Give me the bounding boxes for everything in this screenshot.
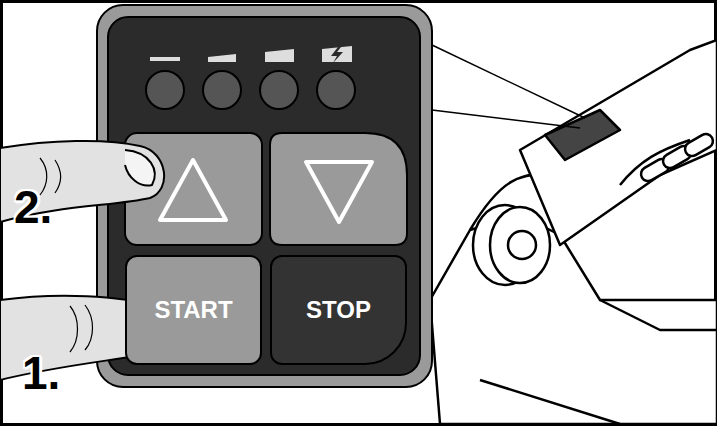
grip-slot xyxy=(683,131,716,158)
led xyxy=(260,71,298,109)
led xyxy=(317,71,355,109)
tool-edge xyxy=(600,300,717,330)
led xyxy=(203,71,241,109)
down-button xyxy=(270,133,407,245)
knob-face xyxy=(490,207,550,283)
down-arrow xyxy=(306,162,372,222)
callout-number: 1. xyxy=(22,346,60,400)
tool-handle xyxy=(430,40,717,424)
button-label: START xyxy=(154,296,232,324)
fingernail xyxy=(125,150,155,186)
leader-lines xyxy=(432,45,585,128)
led xyxy=(146,71,184,109)
up-arrow xyxy=(160,160,226,220)
boost-symbol xyxy=(322,46,352,62)
level-symbols xyxy=(150,46,352,63)
level-1-symbol xyxy=(150,57,180,61)
level-3-symbol xyxy=(265,49,294,62)
callout-number: 2. xyxy=(14,180,52,234)
knuckle-lines xyxy=(70,305,93,352)
level-2-symbol xyxy=(208,54,236,62)
start-button: START xyxy=(125,255,262,365)
stop-button: STOP xyxy=(270,255,407,365)
tool-edge xyxy=(480,380,620,424)
button-label: STOP xyxy=(306,296,371,324)
handle-bar xyxy=(520,40,717,245)
knob-hub xyxy=(508,231,536,259)
lightning-symbol xyxy=(331,47,343,63)
indicator-leds xyxy=(146,71,355,109)
leader-line xyxy=(432,45,585,118)
leader-line xyxy=(432,110,580,128)
